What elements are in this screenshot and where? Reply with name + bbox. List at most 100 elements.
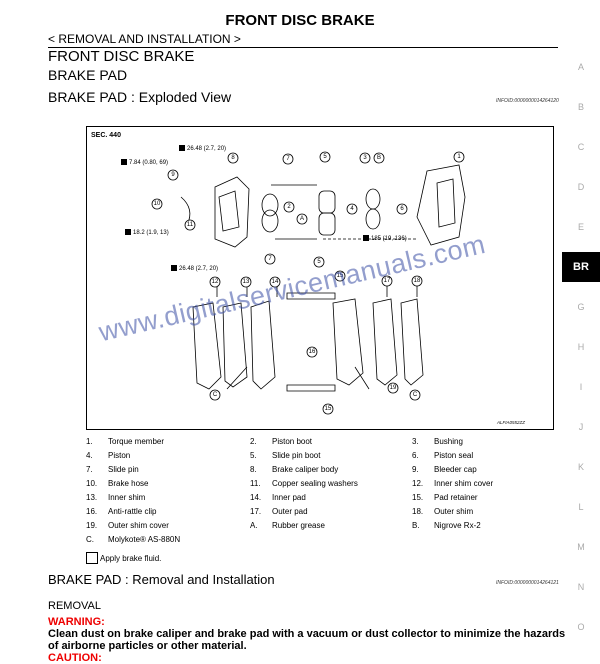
torque-member-inner: [436, 178, 456, 228]
torque-member-shape: [416, 164, 466, 246]
index-tab-g[interactable]: G: [577, 302, 585, 312]
index-tab-k[interactable]: K: [577, 462, 584, 472]
callout-18: 18: [414, 278, 421, 284]
callout-3: 3: [363, 155, 367, 161]
index-tab-c[interactable]: C: [577, 142, 585, 152]
index-tab-d[interactable]: D: [577, 182, 585, 192]
callout-13: 13: [243, 279, 250, 285]
callout-b-circle: [373, 152, 385, 164]
caution-label: CAUTION:: [48, 652, 102, 664]
callout-14-circle: [269, 276, 281, 288]
torque-icon: [125, 229, 131, 235]
callout-5: 5: [323, 154, 327, 160]
callout-10-circle: [151, 198, 163, 210]
callout-17-circle: [381, 275, 393, 287]
callout-6: 6: [400, 206, 404, 212]
callout-11: 11: [187, 222, 194, 228]
callout-12: 12: [212, 279, 219, 285]
torque-icon: [121, 159, 127, 165]
callout-15: 15: [337, 273, 344, 279]
info-id-removal: INFOID:0000000014264121: [496, 580, 559, 586]
callout-13-circle: [240, 276, 252, 288]
index-tab-m[interactable]: M: [577, 542, 585, 552]
callout-1-circle: [453, 151, 465, 163]
callout-10: 10: [154, 201, 161, 207]
heading-removal: REMOVAL: [48, 600, 101, 612]
callout-8-circle: [227, 152, 239, 164]
side-index: A B C D E BR G H I J K L M N O: [562, 0, 600, 657]
index-tab-o[interactable]: O: [577, 622, 585, 632]
callout-11-circle: [184, 219, 196, 231]
callout-c: C: [213, 392, 218, 398]
piston-seal-shape-2: [365, 208, 381, 230]
index-tab-b[interactable]: B: [577, 102, 584, 112]
callout-5-circle: [319, 151, 331, 163]
index-tab-br-active[interactable]: BR: [562, 252, 600, 282]
outer-shim-shape: [372, 298, 398, 386]
index-tab-h[interactable]: H: [577, 342, 585, 352]
callout-19-circle: [387, 382, 399, 394]
brake-caliper-body-shape: [214, 176, 250, 248]
torque-icon: [179, 145, 185, 151]
torque-3: 18.2 (1.9, 13): [133, 230, 169, 236]
torque-4: 26.48 (2.7, 20): [179, 266, 218, 272]
brake-fluid-icon: [86, 552, 98, 564]
index-tab-n[interactable]: N: [577, 582, 585, 592]
torque-2: 7.84 (0.80, 69): [129, 160, 168, 166]
callout-19: 19: [390, 385, 397, 391]
callout-9: 9: [171, 172, 175, 178]
torque-5: 185 (19, 136): [371, 236, 407, 242]
callout-15-circle: [334, 270, 346, 282]
index-tab-a[interactable]: A: [577, 62, 584, 72]
piston-boot-shape: [261, 193, 279, 217]
caliper-inner-face: [218, 190, 240, 232]
callout-6-circle: [396, 203, 408, 215]
piston-shape-2: [318, 212, 336, 236]
exploded-view-diagram: 1 2 3 4 5 5 6 7 7 8 9 10 11 12 13 14 15 …: [86, 126, 554, 430]
callout-7b: 7: [268, 256, 272, 262]
inner-shim-cover-shape: [192, 302, 222, 390]
heading-removal-installation: BRAKE PAD : Removal and Installation: [48, 572, 275, 587]
callout-7-circle: [282, 153, 294, 165]
torque-icon: [363, 235, 369, 241]
page-title: FRONT DISC BRAKE: [225, 12, 375, 29]
callout-c-circle: [209, 389, 221, 401]
callout-4-circle: [346, 203, 358, 215]
inner-pad-shape: [250, 300, 276, 390]
index-tab-i[interactable]: I: [579, 382, 583, 392]
diagram-figure-id: ALFIA0552ZZ: [496, 420, 525, 425]
slide-pin-lines: [271, 184, 317, 240]
header-rule: [48, 47, 558, 48]
exploded-view-drawing: 1 2 3 4 5 5 6 7 7 8 9 10 11 12 13 14 15 …: [91, 132, 525, 425]
callout-2-circle: [283, 201, 295, 213]
leader-lines-lower: [226, 366, 370, 390]
callout-18-circle: [411, 275, 423, 287]
outer-pad-shape: [332, 298, 364, 386]
section-breadcrumb: < REMOVAL AND INSTALLATION >: [48, 32, 241, 46]
index-tab-j[interactable]: J: [578, 422, 584, 432]
callout-2: 2: [287, 204, 291, 210]
info-id-exploded: INFOID:0000000014264120: [496, 98, 559, 104]
piston-shape: [318, 190, 336, 214]
callout-15b-circle: [322, 403, 334, 415]
inner-shim-shape: [222, 302, 248, 388]
callout-1: 1: [457, 154, 461, 160]
callout-9-circle: [167, 169, 179, 181]
callout-7b-circle: [264, 253, 276, 265]
callout-7: 7: [286, 156, 290, 162]
heading-exploded-view: BRAKE PAD : Exploded View: [48, 89, 232, 105]
callout-a: A: [300, 216, 304, 222]
callout-3-circle: [359, 152, 371, 164]
callout-c2: C: [413, 392, 418, 398]
pad-retainer-top: [286, 292, 336, 300]
callout-b: B: [377, 155, 381, 161]
index-tab-e[interactable]: E: [577, 222, 584, 232]
index-tab-l[interactable]: L: [578, 502, 584, 512]
warning-text: Clean dust on brake caliper and brake pa…: [48, 628, 566, 652]
piston-boot-shape-2: [261, 209, 279, 233]
callout-4: 4: [350, 206, 354, 212]
callout-5b-circle: [313, 256, 325, 268]
torque-icon: [171, 265, 177, 271]
piston-seal-shape: [365, 188, 381, 210]
callout-12-circle: [209, 276, 221, 288]
